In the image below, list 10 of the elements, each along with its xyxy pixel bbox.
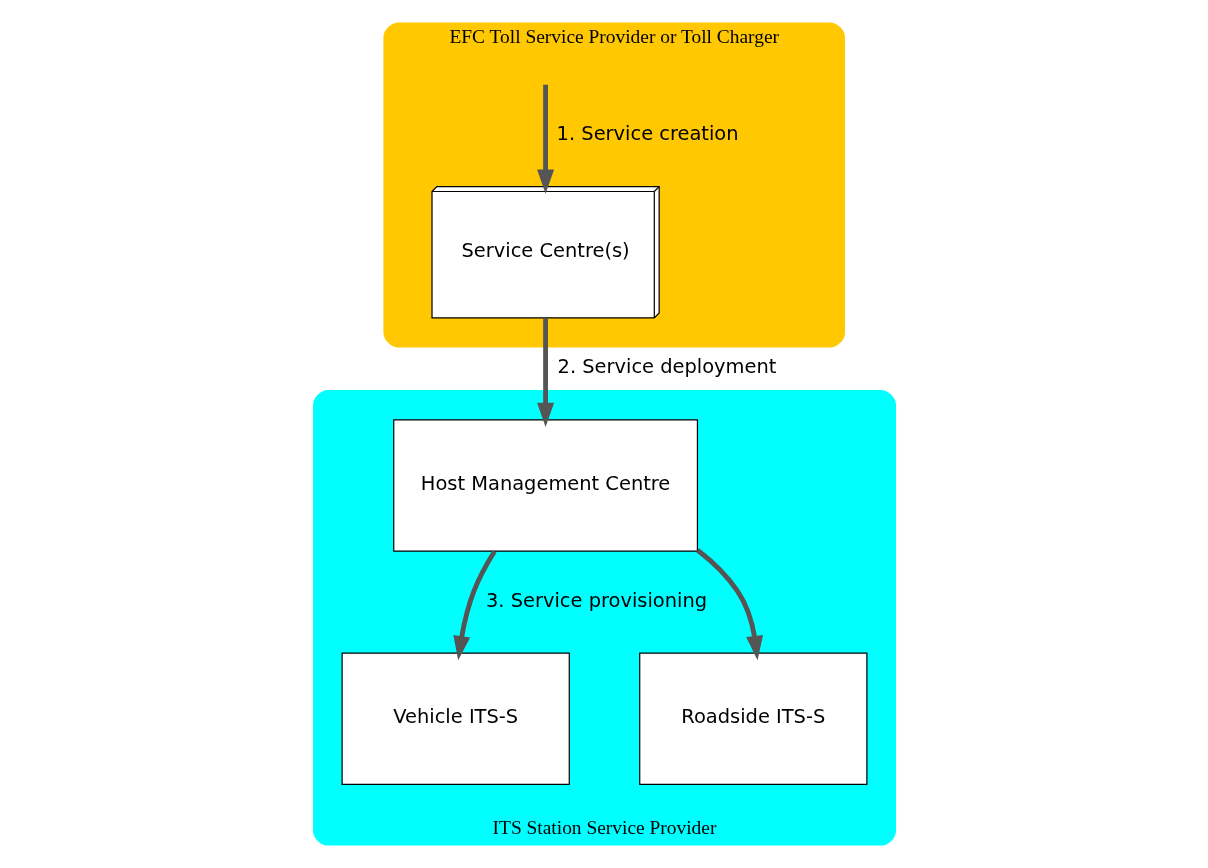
node-box: Roadside ITS-S [638, 652, 867, 785]
edge-label: 1. Service creation [556, 122, 739, 146]
node-box: Vehicle ITS-S [341, 652, 570, 785]
arrow [695, 548, 763, 661]
edge-label: 3. Service provisioning [485, 588, 707, 612]
arrow [536, 84, 554, 194]
arrow [452, 550, 497, 661]
edge-label: 2. Service deployment [557, 355, 776, 379]
arrow [536, 318, 554, 427]
node-box: Host Management Centre [392, 419, 698, 552]
